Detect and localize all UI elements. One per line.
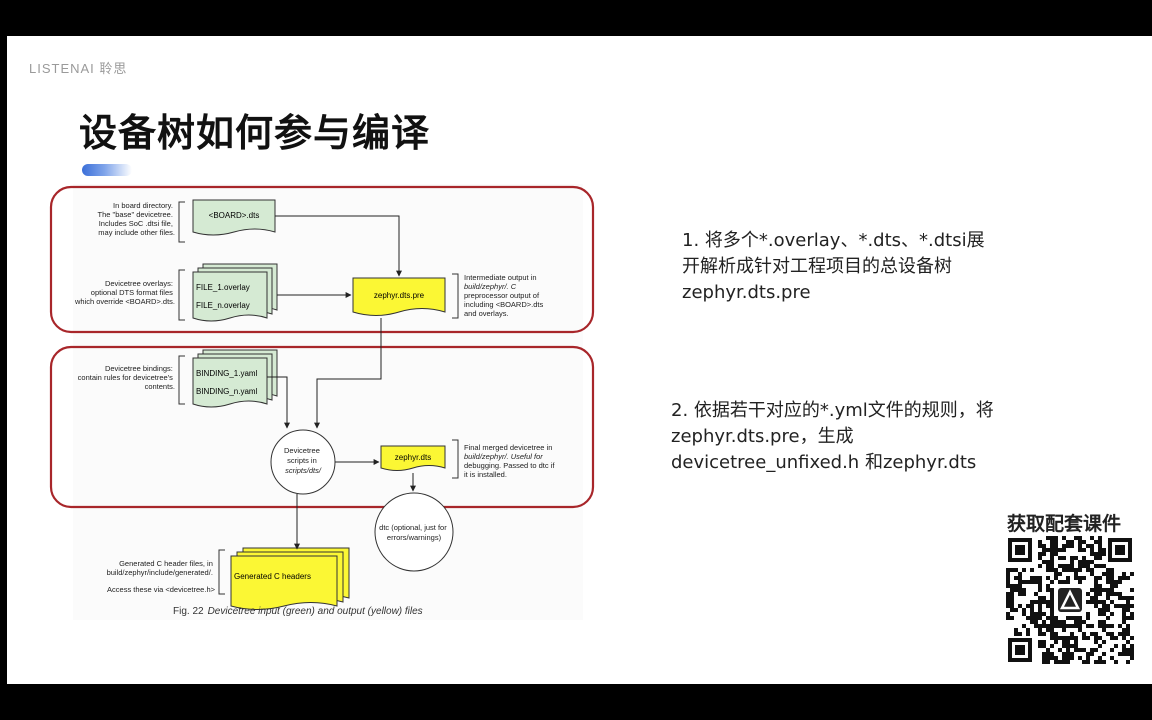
dts-description: Final merged devicetree in build/zephyr/… [464,443,557,479]
pre-description: Intermediate output in build/zephyr/. C … [464,273,545,318]
devicetree-diagram: In board directory. The "base" devicetre… [49,184,595,620]
slide: LISTENAI 聆思 设备树如何参与编译 In board directory… [7,36,1152,684]
listenai-logo-icon [1056,586,1084,614]
highlight-box-scripts [49,345,595,509]
zephyr-dts-file: zephyr.dts [380,445,446,471]
svg-text:Devicetree scripts in: Devicetree scripts in scripts/dts/ [284,446,322,475]
qr-finder-bottom-left [1008,638,1032,662]
note-1-line: 开解析成针对工程项目的总设备树 [682,256,952,277]
bracket-board [178,201,185,243]
highlight-box-preprocess [49,185,595,334]
bracket-pre [452,273,459,319]
note-2-line: 2. 依据若干对应的*.yml文件的规则，将 [671,400,994,421]
board-dts-label: <BOARD>.dts [209,211,260,220]
figure-background [73,184,583,620]
devicetree-scripts-node: Devicetree scripts in scripts/dts/ [270,429,336,495]
bracket-bindings [178,355,185,405]
binding-description: Devicetree bindings: contain rules for d… [78,364,175,391]
explanation-note-2: 2. 依据若干对应的*.yml文件的规则，将 zephyr.dts.pre，生成… [671,398,994,476]
qr-finder-top-left [1008,538,1032,562]
bracket-headers [218,549,225,595]
arrow-board-to-pre [275,215,402,277]
note-2-line: devicetree_unfixed.h 和zephyr.dts [671,452,977,473]
title-accent-bar [82,164,132,176]
generated-headers-stack: Generated C headers [230,547,350,610]
dtc-node: dtc (optional, just for errors/warnings) [374,492,454,572]
binding-files-stack: BINDING_1.yaml BINDING_n.yaml [192,349,278,408]
qr-code[interactable] [1006,536,1134,664]
arrow-pre-to-scripts [314,318,382,429]
svg-text:dtc (optional, just for: dtc (optional, just for errors/warnings) [379,523,449,542]
note-2-line: zephyr.dts.pre，生成 [671,426,854,447]
explanation-note-1: 1. 将多个*.overlay、*.dts、*.dtsi展 开解析成针对工程项目… [682,228,985,306]
brand-logo: LISTENAI 聆思 [29,61,128,76]
generated-headers-label: Generated C headers [234,572,311,581]
board-dts-file: <BOARD>.dts [192,199,276,236]
header-description: Generated C header files, in build/zephy… [107,559,216,594]
qr-title: 获取配套课件 [1007,513,1122,535]
binding-file-n-label: BINDING_n.yaml [196,387,258,396]
overlay-files-stack: FILE_1.overlay FILE_n.overlay [192,263,278,322]
bracket-dts [452,439,459,479]
bracket-overlays [178,269,185,321]
board-description: In board directory. The "base" devicetre… [98,201,175,237]
zephyr-dts-pre-label: zephyr.dts.pre [374,291,425,300]
note-1-line: 1. 将多个*.overlay、*.dts、*.dtsi展 [682,230,985,251]
zephyr-dts-pre-file: zephyr.dts.pre [352,277,446,316]
zephyr-dts-label: zephyr.dts [395,453,431,462]
note-1-line: zephyr.dts.pre [682,282,811,303]
qr-finder-top-right [1108,538,1132,562]
overlay-description: Devicetree overlays: optional DTS format… [74,279,175,306]
slide-title: 设备树如何参与编译 [79,111,431,155]
overlay-file-n-label: FILE_n.overlay [196,301,250,310]
binding-file-1-label: BINDING_1.yaml [196,369,258,378]
arrow-bindings-to-scripts [267,376,290,429]
overlay-file-1-label: FILE_1.overlay [196,283,250,292]
